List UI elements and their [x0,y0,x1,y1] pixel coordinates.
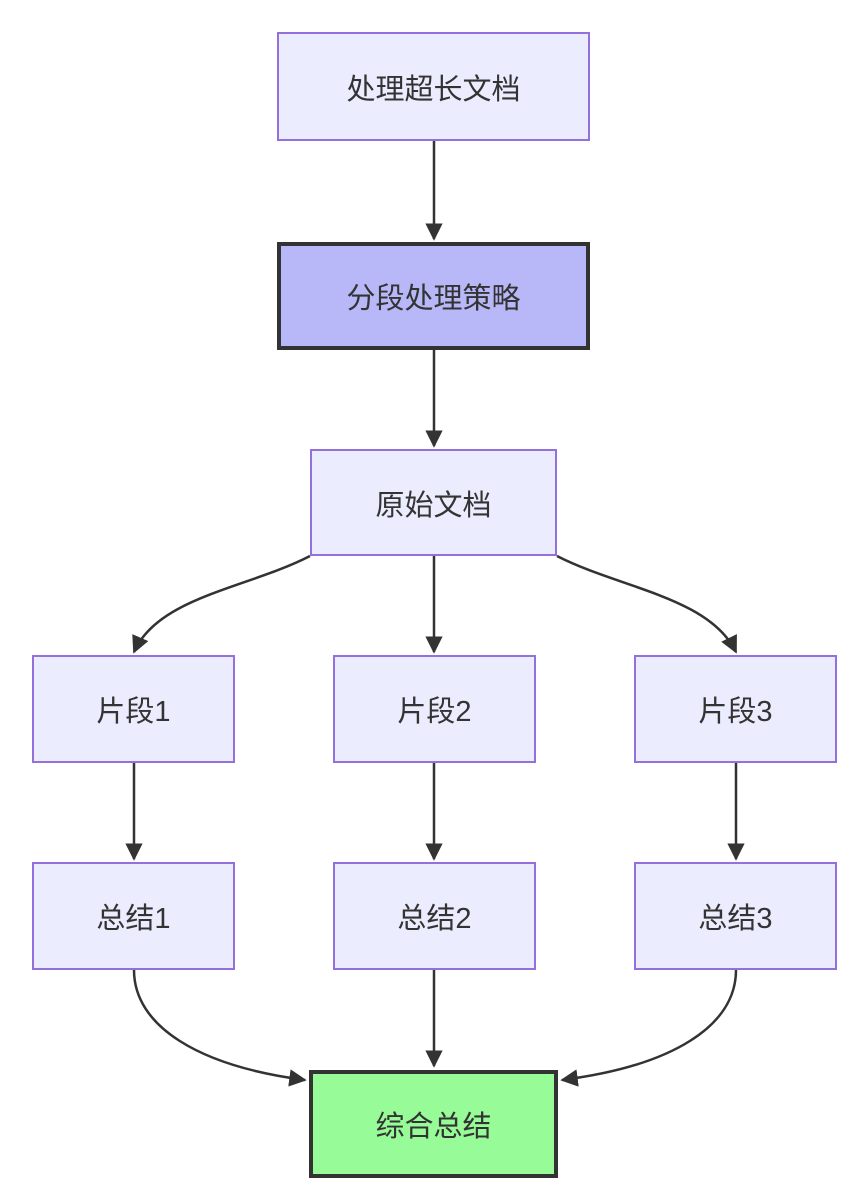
node-summary-1: 总结1 [32,862,235,970]
node-fragment-2: 片段2 [333,655,536,763]
edge-original-to-fragment1 [132,554,311,654]
edge-summary1-to-final [132,969,307,1087]
node-label: 分段处理策略 [346,283,521,315]
node-label: 片段3 [698,696,773,728]
node-fragment-3: 片段3 [634,655,837,763]
node-segmentation-strategy: 分段处理策略 [277,242,590,350]
node-fragment-1: 片段1 [32,655,235,763]
node-label: 总结2 [397,903,472,935]
node-final-summary: 综合总结 [309,1070,558,1178]
node-label: 片段2 [397,696,472,728]
node-summary-3: 总结3 [634,862,837,970]
node-label: 总结3 [698,903,773,935]
node-process-long-doc: 处理超长文档 [277,32,590,141]
edge-original-to-fragment3 [556,554,738,654]
node-label: 综合总结 [375,1111,492,1143]
node-summary-2: 总结2 [333,862,536,970]
node-original-doc: 原始文档 [310,449,557,556]
node-label: 原始文档 [375,489,492,522]
node-label: 处理超长文档 [346,73,521,106]
edge-summary3-to-final [560,969,738,1087]
node-label: 片段1 [96,696,171,728]
node-label: 总结1 [96,903,171,935]
